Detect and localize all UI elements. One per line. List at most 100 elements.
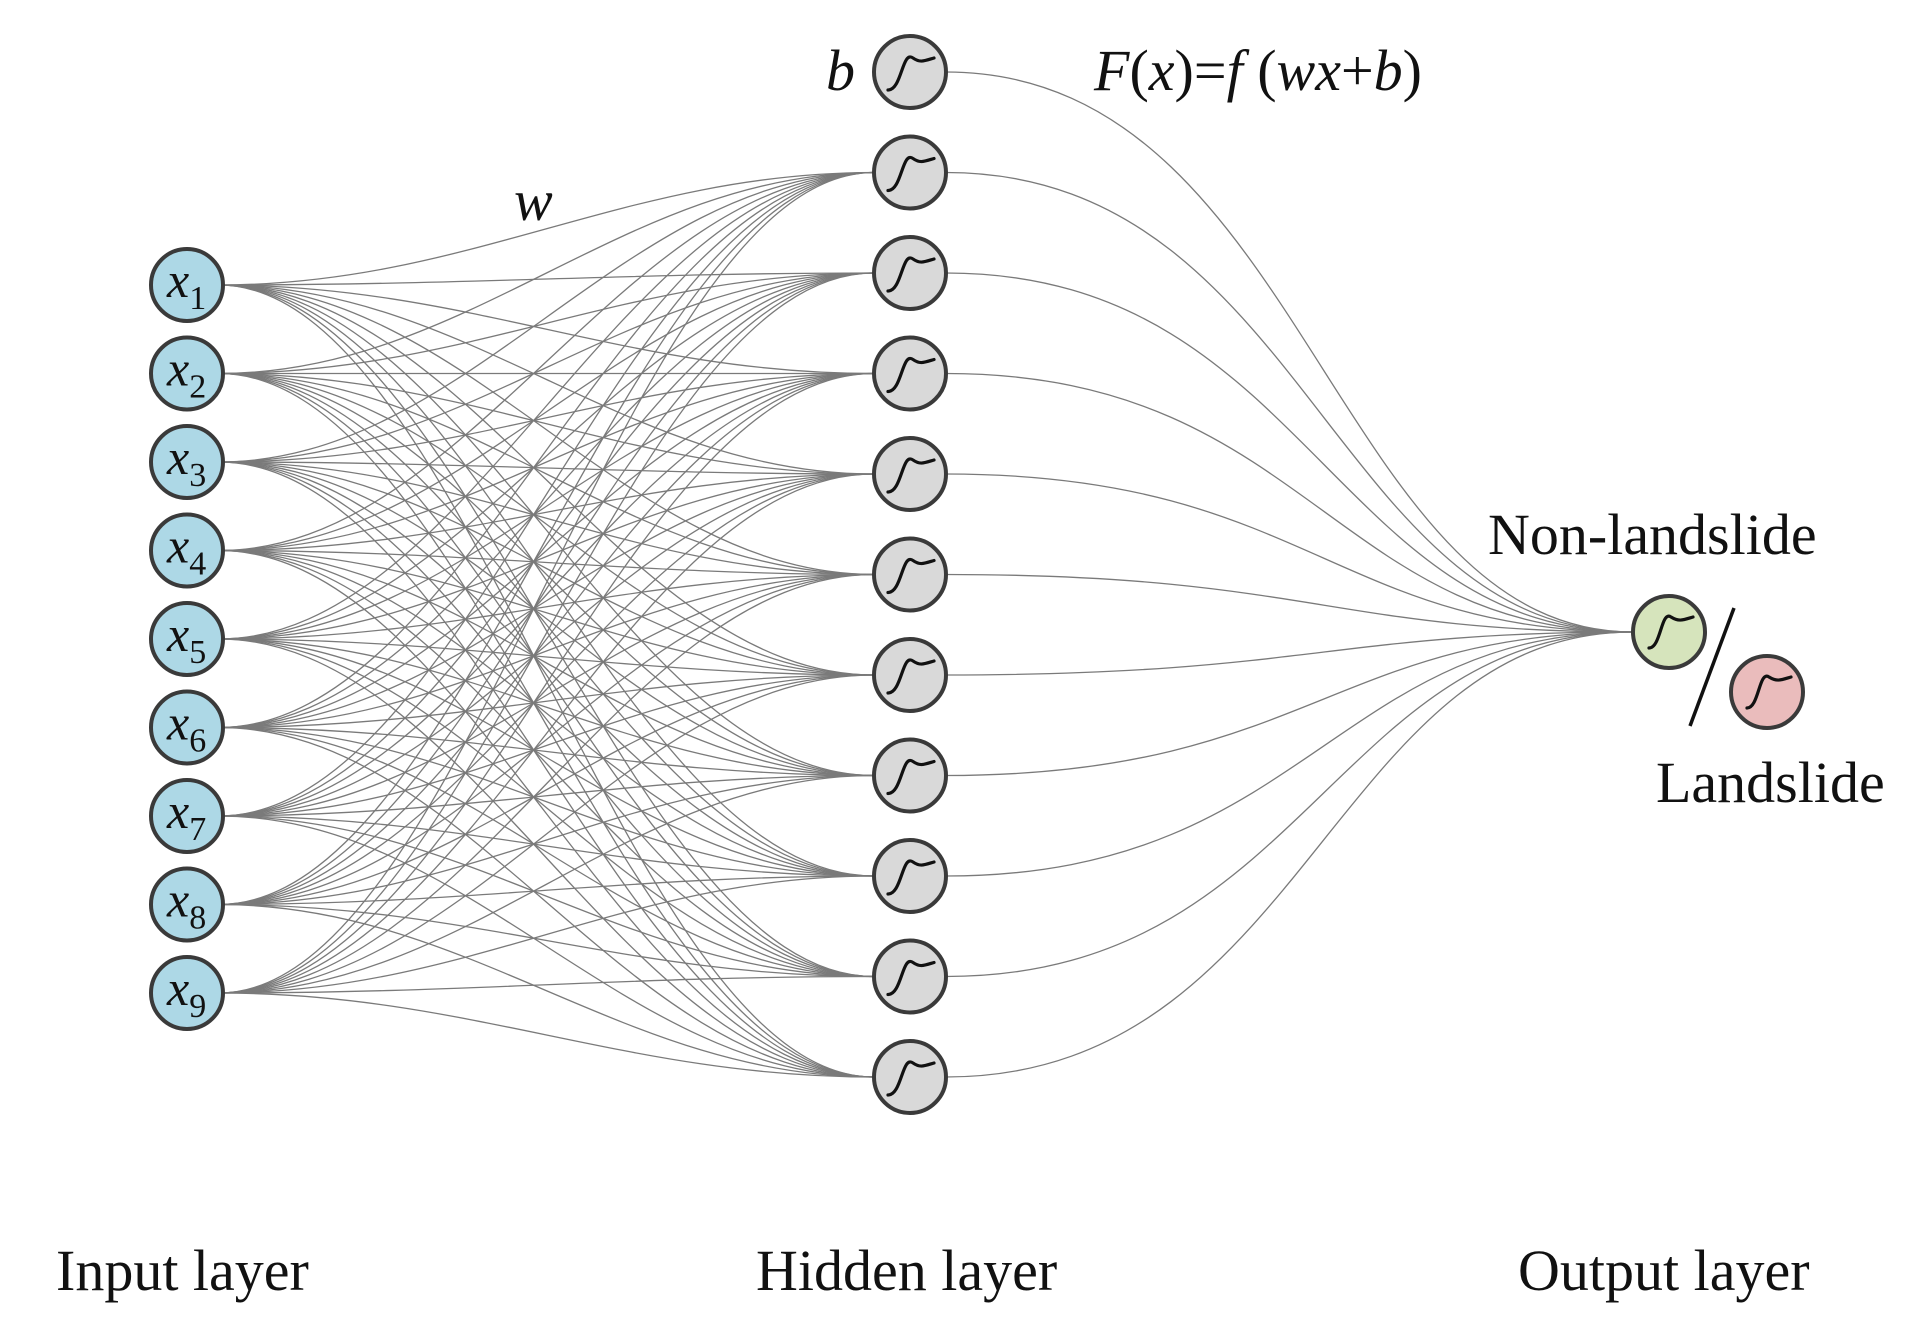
- hidden-node-4: [872, 436, 948, 512]
- edge-x6-h7: [218, 726, 875, 777]
- hidden-output-connections: [945, 71, 1634, 1078]
- input-variable: x: [166, 960, 189, 1016]
- edge-h2-output: [945, 272, 1634, 633]
- hidden-node-5: [872, 536, 948, 613]
- output-layer-label: Output layer: [1518, 1238, 1810, 1303]
- formula-rparen: ): [1175, 38, 1194, 103]
- edge-x5-h6: [218, 638, 875, 676]
- edge-h8-output: [945, 631, 1634, 877]
- formula-plus: +: [1341, 38, 1374, 103]
- formula-lparen: (: [1129, 38, 1148, 103]
- hidden-node-10: [872, 1039, 948, 1115]
- hidden-node-7: [872, 737, 948, 814]
- formula-lparen-2: (: [1243, 38, 1277, 103]
- edge-x2-h8: [218, 372, 875, 877]
- input-hidden-connections: [218, 171, 875, 1078]
- input-variable: x: [166, 872, 189, 928]
- edge-x2-h9: [218, 372, 875, 978]
- edge-x3-h7: [218, 461, 875, 777]
- formula-x-2: x: [1314, 38, 1341, 103]
- edge-x9-h2: [218, 272, 875, 994]
- svg-text:x1: x1: [166, 252, 206, 317]
- hidden-layer-nodes: [872, 34, 948, 1115]
- edge-x8-h5: [218, 573, 875, 906]
- edge-x1-h10: [218, 284, 875, 1078]
- edge-x2-h2: [218, 272, 875, 375]
- edge-x3-h1: [218, 171, 875, 463]
- input-variable: x: [166, 606, 189, 662]
- class-separator-slash: [1688, 607, 1736, 727]
- edge-x7-h10: [218, 815, 875, 1078]
- edge-h9-output: [945, 631, 1634, 978]
- edge-x6-h3: [218, 372, 875, 729]
- edge-x1-h1: [218, 171, 875, 286]
- svg-text:x8: x8: [166, 872, 206, 937]
- edge-h5-output: [945, 573, 1634, 633]
- hidden-node-3: [872, 335, 948, 412]
- edge-x5-h9: [218, 638, 875, 978]
- edge-x1-h6: [218, 284, 875, 676]
- edge-x5-h1: [218, 171, 875, 640]
- edge-h6-output: [945, 631, 1634, 676]
- edge-x8-h3: [218, 372, 875, 906]
- edge-x7-h9: [218, 815, 875, 978]
- formula-x: x: [1148, 38, 1175, 103]
- edge-x8-h1: [218, 171, 875, 906]
- formula-w: w: [1277, 38, 1316, 103]
- input-variable: x: [166, 252, 189, 308]
- edge-x7-h8: [218, 815, 875, 877]
- edge-x9-h7: [218, 774, 875, 994]
- edge-x8-h7: [218, 774, 875, 906]
- input-subscript: 4: [189, 546, 206, 583]
- edge-x3-h8: [218, 461, 875, 877]
- edge-x3-h2: [218, 272, 875, 463]
- edge-x4-h8: [218, 549, 875, 877]
- edge-h1-output: [945, 171, 1634, 633]
- edge-x6-h5: [218, 573, 875, 729]
- edge-x2-h4: [218, 372, 875, 475]
- edge-x8-h4: [218, 473, 875, 906]
- edge-x6-h8: [218, 726, 875, 877]
- hidden-node-8: [872, 838, 948, 914]
- activation-formula: F(x)=f (wx+b): [1093, 38, 1422, 103]
- hidden-bias-node: [872, 34, 948, 110]
- edge-x3-h4: [218, 461, 875, 475]
- input-variable: x: [166, 695, 189, 751]
- edge-x9-h9: [218, 975, 875, 994]
- edge-x7-h2: [218, 272, 875, 817]
- svg-text:x9: x9: [166, 960, 206, 1025]
- edge-x9-h1: [218, 171, 875, 994]
- edge-x8-h8: [218, 875, 875, 906]
- edge-h10-output: [945, 631, 1634, 1078]
- hidden-node-1: [872, 134, 948, 211]
- edge-x6-h9: [218, 726, 875, 978]
- input-variable: x: [166, 341, 189, 397]
- edge-x7-h4: [218, 473, 875, 817]
- formula-b: b: [1374, 38, 1403, 103]
- edge-x1-h7: [218, 284, 875, 777]
- output-node-non-landslide: [1631, 594, 1707, 670]
- edge-x1-h4: [218, 284, 875, 475]
- edge-x8-h6: [218, 674, 875, 906]
- edge-x7-h3: [218, 372, 875, 817]
- input-node-x8: x8: [149, 866, 225, 943]
- edge-x2-h7: [218, 372, 875, 777]
- hidden-node-2: [872, 235, 948, 311]
- edge-x9-h6: [218, 674, 875, 994]
- edge-x2-h10: [218, 372, 875, 1078]
- svg-text:x6: x6: [166, 695, 206, 760]
- edge-x4-h10: [218, 549, 875, 1078]
- edge-x8-h10: [218, 903, 875, 1078]
- edge-x7-h5: [218, 573, 875, 817]
- edge-x8-h2: [218, 272, 875, 906]
- edge-x5-h8: [218, 638, 875, 877]
- input-node-x4: x4: [149, 512, 225, 589]
- input-subscript: 5: [189, 634, 206, 671]
- input-node-x5: x5: [149, 601, 225, 677]
- edge-x4-h3: [218, 372, 875, 552]
- edge-x5-h10: [218, 638, 875, 1078]
- bias-label: b: [826, 38, 855, 103]
- edge-x3-h5: [218, 461, 875, 576]
